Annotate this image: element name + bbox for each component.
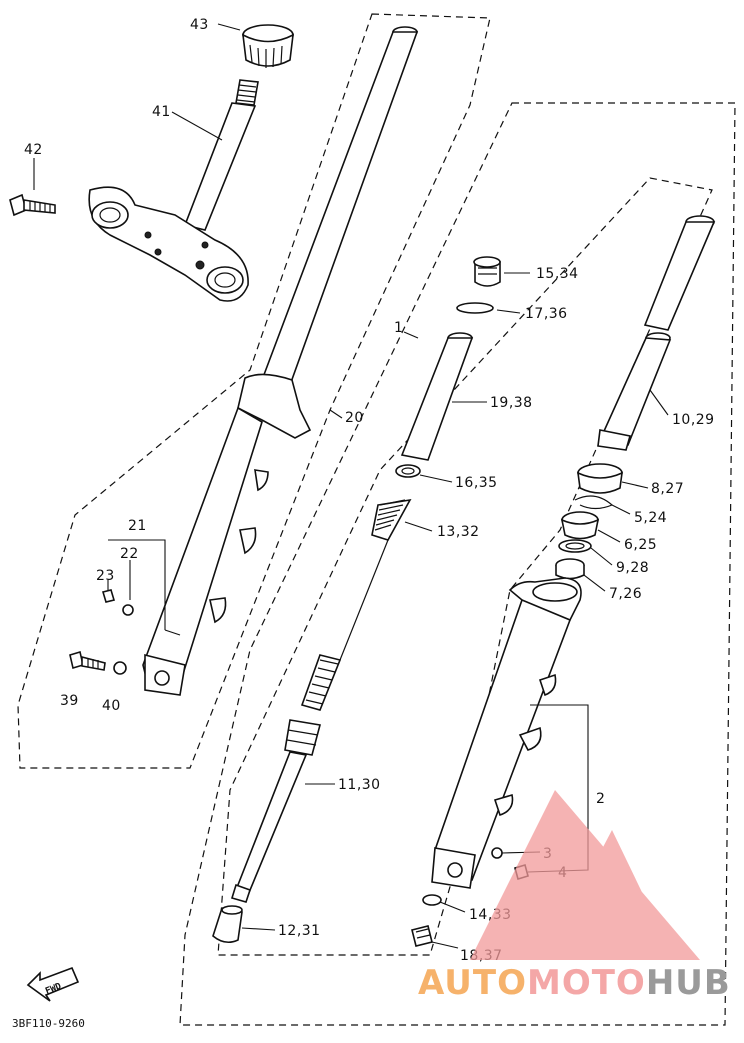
label-17: 17,36 [525, 306, 568, 322]
watermark-triangle-icon [470, 790, 700, 960]
label-21: 21 [128, 518, 147, 534]
label-10: 10,29 [672, 412, 715, 428]
part-3-washer [491, 847, 503, 859]
label-6: 6,25 [624, 537, 657, 553]
label-8: 8,27 [651, 481, 684, 497]
label-12: 12,31 [278, 923, 321, 939]
part-41-under-bracket [88, 79, 259, 302]
fwd-arrow-icon: FWD [26, 966, 80, 1002]
label-2: 2 [596, 791, 605, 807]
leader-lines [33, 23, 669, 949]
part-40-washer [113, 661, 127, 675]
label-41: 41 [152, 104, 171, 120]
label-19: 19,38 [490, 395, 533, 411]
label-20: 20 [345, 410, 364, 426]
label-1: 1 [394, 320, 403, 336]
label-11: 11,30 [338, 777, 381, 793]
part-12-oil-lock-piece [212, 905, 243, 944]
right-group-outline [179, 102, 736, 1026]
label-23: 23 [96, 568, 115, 584]
watermark-text: AUTOMOTOHUB [418, 963, 731, 1003]
label-5: 5,24 [634, 510, 667, 526]
part-8-dust-seal [577, 463, 623, 494]
label-13: 13,32 [437, 524, 480, 540]
part-20-left-fork-leg [142, 26, 419, 696]
part-13-fork-spring [300, 498, 412, 711]
part-22-washer [122, 604, 134, 616]
part-18-drain-bolt [411, 925, 433, 947]
label-40: 40 [102, 698, 121, 714]
part-16-washer [395, 464, 421, 478]
part-43-stem-nut [242, 24, 294, 68]
part-15-cap-bolt [473, 256, 501, 287]
part-14-washer [422, 894, 442, 906]
watermark-moto: MOTO [527, 963, 646, 1003]
part-23-screw [101, 589, 116, 603]
label-39: 39 [60, 693, 79, 709]
watermark-logo: AUTOMOTOHUB [418, 790, 731, 1003]
label-42: 42 [24, 142, 43, 158]
part-6-oil-seal [560, 511, 600, 540]
part-7-bushing [555, 558, 585, 580]
part-labels: 43 41 42 20 21 22 23 39 40 1 15,34 17,36… [24, 17, 715, 964]
drawing-code: 3BF110-9260 [12, 1017, 85, 1030]
part-39-bolt [69, 650, 106, 671]
label-7: 7,26 [609, 586, 642, 602]
part-9-washer [558, 539, 592, 553]
label-15: 15,34 [536, 266, 579, 282]
part-5-clip [574, 495, 614, 510]
part-42-bolt [9, 193, 56, 217]
part-2-right-outer-tube [431, 577, 582, 889]
label-9: 9,28 [616, 560, 649, 576]
left-group-outline [17, 13, 491, 769]
inner-group-outline [217, 177, 713, 956]
watermark-hub: HUB [646, 963, 731, 1003]
label-43: 43 [190, 17, 209, 33]
part-10-inner-tube [597, 215, 716, 451]
part-11-damper-rod [230, 719, 321, 903]
watermark-auto: AUTO [418, 963, 527, 1003]
part-17-o-ring [456, 302, 494, 314]
label-22: 22 [120, 546, 139, 562]
label-16: 16,35 [455, 475, 498, 491]
part-19-spacer [400, 332, 474, 461]
